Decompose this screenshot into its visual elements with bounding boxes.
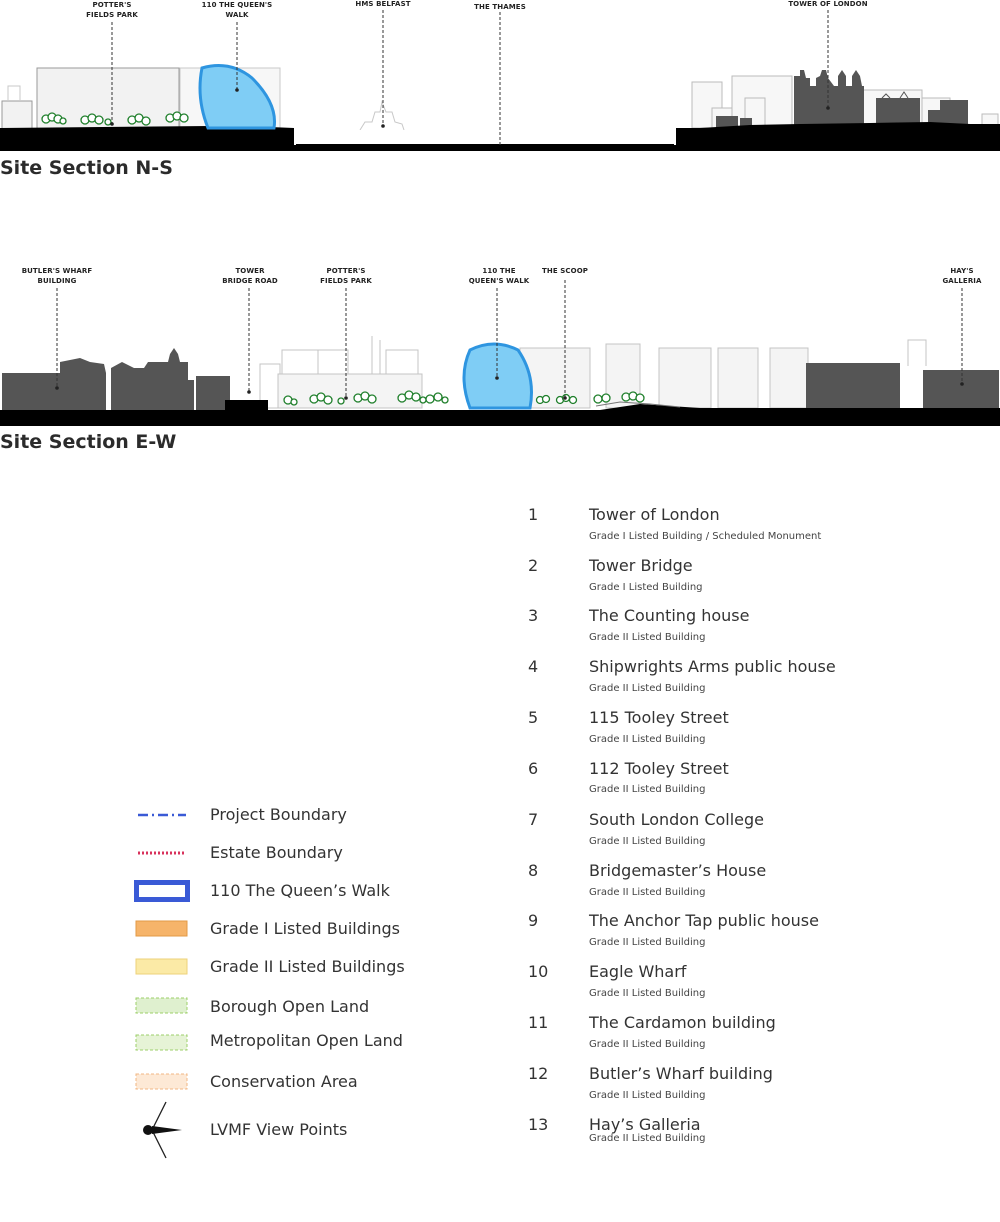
ew-trees [283,390,645,406]
listed-name-8: Bridgemaster’s House [589,861,767,880]
listed-num-6: 6 [528,759,539,778]
legend-label-queens-walk: 110 The Queen’s Walk [210,881,390,900]
tower-of-london-silhouette [716,70,968,128]
listed-name-10: Eagle Wharf [589,962,687,981]
listed-num-8: 8 [528,861,539,880]
listed-grade-9: Grade II Listed Building [589,937,706,948]
listed-name-1: Tower of London [589,505,720,524]
metropolitan-open-land-symbol [135,1034,188,1051]
ew-ground [0,404,1000,426]
legend-label-grade-i: Grade I Listed Buildings [210,919,400,938]
listed-num-2: 2 [528,556,539,575]
listed-grade-12: Grade II Listed Building [589,1090,706,1101]
listed-num-9: 9 [528,911,539,930]
listed-name-2: Tower Bridge [589,556,693,575]
ew-callout-hays-galleria: HAY'S GALLERIA [942,267,982,285]
ew-callout-the-scoop: THE SCOOP [542,267,588,275]
listed-name-11: The Cardamon building [589,1013,776,1032]
queens-walk-outline-symbol [134,880,190,902]
thames-river-bed [296,130,674,145]
borough-open-land-symbol [135,997,188,1014]
listed-num-12: 12 [528,1064,549,1083]
listed-num-13: 13 [528,1115,549,1134]
listed-num-4: 4 [528,657,539,676]
grade-ii-symbol [135,958,188,975]
grade-i-symbol [135,920,188,937]
legend-label-metropolitan-open-land: Metropolitan Open Land [210,1031,403,1050]
ns-callout-thames: THE THAMES [474,3,526,11]
listed-grade-4: Grade II Listed Building [589,683,706,694]
listed-name-3: The Counting house [589,606,750,625]
listed-grade-10: Grade II Listed Building [589,988,706,999]
legend-label-conservation-area: Conservation Area [210,1072,358,1091]
listed-grade-6: Grade II Listed Building [589,784,706,795]
listed-name-12: Butler’s Wharf building [589,1064,773,1083]
listed-grade-11: Grade II Listed Building [589,1039,706,1050]
the-scoop-outline [595,401,681,408]
listed-grade-1: Grade I Listed Building / Scheduled Monu… [589,531,822,542]
legend-label-borough-open-land: Borough Open Land [210,997,370,1016]
legend-label-estate-boundary: Estate Boundary [210,843,343,862]
conservation-area-symbol [135,1073,188,1090]
listed-name-13: Hay’s Galleria [589,1115,701,1134]
listed-name-7: South London College [589,810,765,829]
ns-callout-queens-walk: 110 THE QUEEN'S WALK [201,1,273,19]
listed-num-7: 7 [528,810,539,829]
legend-label-lvmf-view-points: LVMF View Points [210,1120,348,1139]
section-ns-drawing [0,10,1000,151]
listed-name-9: The Anchor Tap public house [589,911,819,930]
listed-name-4: Shipwrights Arms public house [589,657,836,676]
section-ew-title: Site Section E-W [0,431,177,453]
listed-num-3: 3 [528,606,539,625]
listed-name-5: 115 Tooley Street [589,708,729,727]
ns-queens-walk-building [198,64,277,130]
ns-callout-tower-of-london: TOWER OF LONDON [788,0,868,8]
ew-queens-walk-building [462,342,533,410]
listed-grade-7: Grade II Listed Building [589,836,706,847]
ns-trees [41,111,189,126]
ew-callout-tower-bridge-road: TOWER BRIDGE ROAD [222,267,278,285]
ns-leader-lines [111,10,829,145]
listed-num-10: 10 [528,962,549,981]
ew-callout-butlers-wharf: BUTLER'S WHARF BUILDING [21,267,93,285]
ns-leader-dots [110,88,830,128]
hms-belfast-outline [359,100,405,131]
lvmf-viewpoint-icon [143,1101,182,1159]
ew-callout-queens-walk: 110 THE QUEEN'S WALK [468,267,530,285]
legend-label-grade-ii: Grade II Listed Buildings [210,957,405,976]
listed-grade-8: Grade II Listed Building [589,887,706,898]
ew-leader-dots [55,376,964,400]
estate-boundary-symbol [138,851,186,855]
listed-num-5: 5 [528,708,539,727]
ew-callout-potters-fields: POTTER'S FIELDS PARK [320,267,372,285]
project-boundary-symbol [138,813,186,817]
section-ns-title: Site Section N-S [0,157,173,179]
listed-name-6: 112 Tooley Street [589,759,729,778]
listed-grade-13: Grade II Listed Building [589,1133,706,1144]
listed-num-1: 1 [528,505,539,524]
section-ew-drawing [0,280,1000,426]
ns-callout-potters-fields: POTTER'S FIELDS PARK [86,1,138,19]
listed-grade-5: Grade II Listed Building [589,734,706,745]
legend-label-project-boundary: Project Boundary [210,805,347,824]
tower-bridge-road-block [225,400,268,412]
ns-callout-hms-belfast: HMS BELFAST [355,0,411,8]
listed-grade-3: Grade II Listed Building [589,632,706,643]
ew-butlers-wharf-silhouettes [2,348,999,410]
ew-leader-lines [56,280,963,398]
listed-num-11: 11 [528,1013,549,1032]
listed-grade-2: Grade I Listed Building [589,582,703,593]
